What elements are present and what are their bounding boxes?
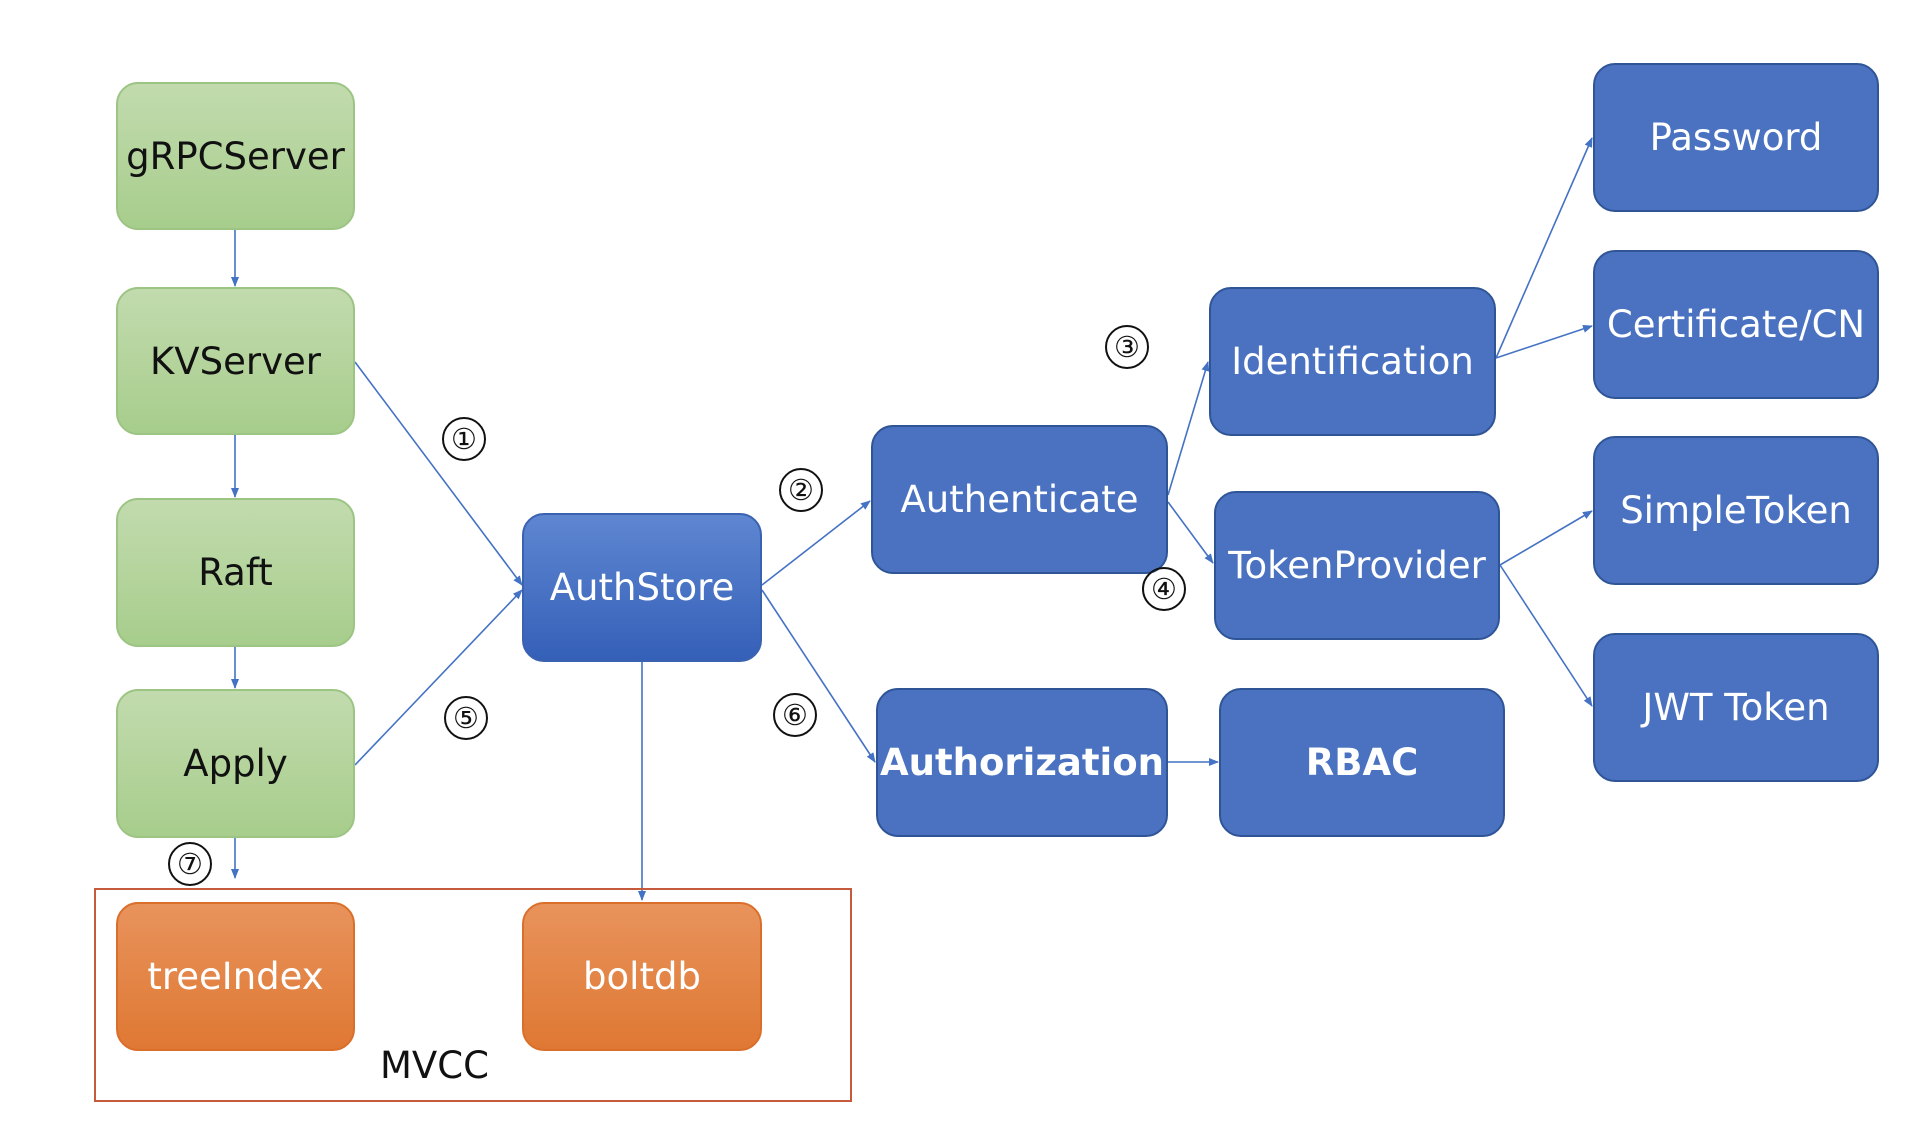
- edge-authenticate-tokenprovider: [1167, 501, 1214, 564]
- authenticate-node: Authenticate: [871, 425, 1168, 574]
- edge-tokenprovider-simpletoken: [1499, 510, 1593, 566]
- authstore-node: AuthStore: [522, 513, 762, 662]
- step-1-marker: ①: [442, 417, 486, 461]
- step-6-marker: ⑥: [773, 693, 817, 737]
- step-2-marker: ②: [779, 468, 823, 512]
- treeindex-node: treeIndex: [116, 902, 355, 1051]
- simpletoken-node: SimpleToken: [1593, 436, 1879, 585]
- boltdb-node: boltdb: [522, 902, 762, 1051]
- edge-authenticate-identification: [1167, 361, 1210, 496]
- rbac-node: RBAC: [1219, 688, 1505, 837]
- apply-node: Apply: [116, 689, 355, 838]
- tokenprovider-node: TokenProvider: [1214, 491, 1500, 640]
- step-7-marker: ⑦: [168, 842, 212, 886]
- kvserver-node: KVServer: [116, 287, 355, 435]
- jwttoken-node: JWT Token: [1593, 633, 1879, 782]
- mvcc-group-label: MVCC: [380, 1044, 489, 1087]
- edge-kvserver-authstore: [354, 361, 523, 586]
- certificate-node: Certificate/CN: [1593, 250, 1879, 399]
- password-node: Password: [1593, 63, 1879, 212]
- step-3-marker: ③: [1105, 325, 1149, 369]
- edge-tokenprovider-jwttoken: [1499, 564, 1593, 707]
- grpcserver-node: gRPCServer: [116, 82, 355, 230]
- step-5-marker: ⑤: [444, 696, 488, 740]
- step-4-marker: ④: [1142, 567, 1186, 611]
- edge-authstore-authorization: [761, 589, 876, 763]
- raft-node: Raft: [116, 498, 355, 647]
- mvcc-group: [94, 888, 852, 1102]
- edge-identification-certificate: [1495, 325, 1593, 359]
- identification-node: Identification: [1209, 287, 1496, 436]
- edge-authstore-authenticate: [761, 500, 871, 586]
- authorization-node: Authorization: [876, 688, 1168, 837]
- edge-apply-authstore: [354, 589, 523, 766]
- edge-identification-password: [1495, 137, 1593, 359]
